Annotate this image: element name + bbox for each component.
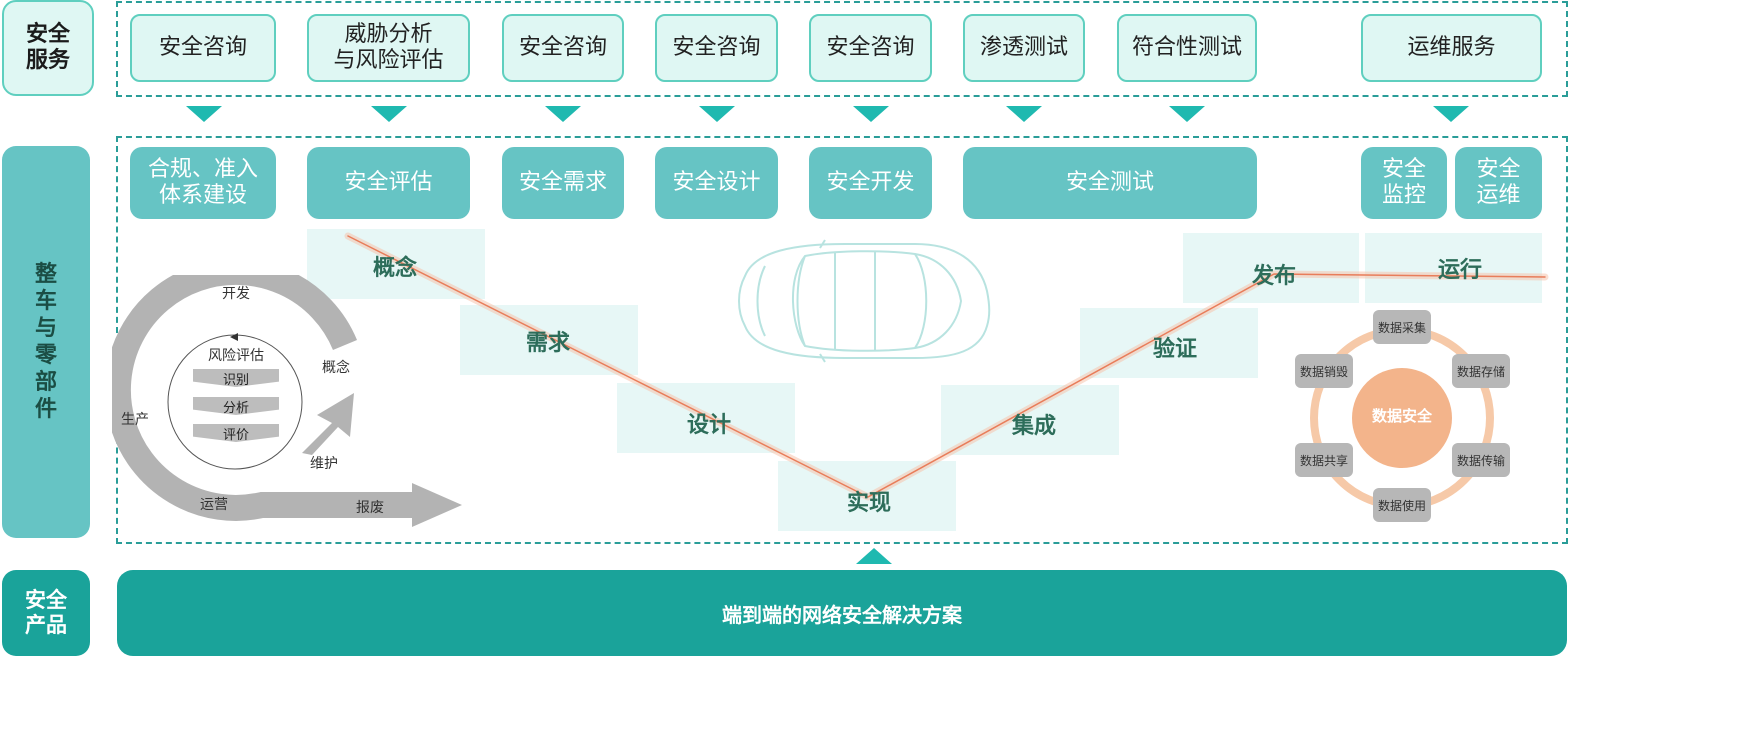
vehicle-side-label: 整 车 与 零 部 件: [2, 146, 90, 538]
products-side-text: 安全 产品: [25, 588, 67, 637]
service-tara[interactable]: 威胁分析 与风险评估: [307, 14, 470, 82]
risk-assessment-title: 风险评估: [208, 348, 264, 364]
data-collect-pill[interactable]: 数据采集: [1373, 310, 1431, 344]
products-side-label: 安全 产品: [2, 570, 90, 656]
service-ops[interactable]: 运维服务: [1361, 14, 1542, 82]
v-label-concept: 概念: [372, 256, 417, 281]
arrow-down-icon: [1006, 106, 1042, 122]
v-label-design: 设计: [686, 413, 731, 438]
data-security-center: 数据安全: [1371, 407, 1432, 425]
phase-development[interactable]: 安全开发: [809, 147, 932, 219]
service-consult-2[interactable]: 安全咨询: [502, 14, 624, 82]
v-step-release-box: [1183, 233, 1359, 303]
v-label-integration: 集成: [1011, 414, 1056, 439]
v-label-verification: 验证: [1152, 337, 1197, 362]
phase-assessment[interactable]: 安全评估: [307, 147, 470, 219]
data-destroy-pill[interactable]: 数据销毁: [1295, 354, 1353, 388]
services-container: [116, 1, 1568, 97]
risk-step-identify: 识别: [193, 369, 279, 387]
services-side-text: 安全 服务: [25, 22, 70, 73]
service-consult-3[interactable]: 安全咨询: [655, 14, 778, 82]
arrow-down-icon: [699, 106, 735, 122]
phase-requirements[interactable]: 安全需求: [502, 147, 624, 219]
data-use-pill[interactable]: 数据使用: [1373, 488, 1431, 522]
lifecycle-label-produce: 生产: [121, 412, 149, 428]
phase-design[interactable]: 安全设计: [655, 147, 778, 219]
risk-step-analyze: 分析: [193, 397, 279, 415]
lifecycle-label-develop: 开发: [222, 286, 250, 302]
phase-operations[interactable]: 安全 运维: [1455, 147, 1542, 219]
lifecycle-label-operate: 运营: [200, 497, 228, 513]
lifecycle-label-maintain: 维护: [310, 456, 338, 472]
phase-compliance[interactable]: 合规、准入 体系建设: [130, 147, 276, 219]
service-pentest[interactable]: 渗透测试: [963, 14, 1085, 82]
lifecycle-label-concept: 概念: [322, 360, 350, 376]
lifecycle-cycle-diagram: [112, 275, 462, 527]
risk-step-evaluate: 评价: [193, 424, 279, 442]
service-consult-4[interactable]: 安全咨询: [809, 14, 932, 82]
end-to-end-solution-bar[interactable]: 端到端的网络安全解决方案: [117, 570, 1567, 656]
vehicle-side-text: 整 车 与 零 部 件: [34, 262, 57, 422]
arrow-down-icon: [371, 106, 407, 122]
arrow-up-icon: [856, 548, 892, 564]
v-label-implementation: 实现: [846, 491, 891, 516]
data-share-pill[interactable]: 数据共享: [1295, 443, 1353, 477]
arrow-down-icon: [186, 106, 222, 122]
v-label-release: 发布: [1251, 264, 1296, 289]
car-outline-icon: [738, 239, 991, 363]
data-store-pill[interactable]: 数据存储: [1452, 354, 1510, 388]
v-step-run-box: [1365, 233, 1542, 303]
v-label-requirements: 需求: [525, 331, 570, 356]
v-label-run: 运行: [1437, 258, 1482, 283]
arrow-down-icon: [1433, 106, 1469, 122]
service-compliance-test[interactable]: 符合性测试: [1117, 14, 1257, 82]
data-transmit-pill[interactable]: 数据传输: [1452, 443, 1510, 477]
end-to-end-solution-text: 端到端的网络安全解决方案: [722, 602, 962, 627]
lifecycle-label-scrap: 报废: [356, 500, 384, 516]
arrow-down-icon: [1169, 106, 1205, 122]
arrow-down-icon: [853, 106, 889, 122]
arrow-down-icon: [545, 106, 581, 122]
services-side-label: 安全 服务: [2, 0, 94, 96]
phase-testing[interactable]: 安全测试: [963, 147, 1257, 219]
service-consult-1[interactable]: 安全咨询: [130, 14, 276, 82]
phase-monitoring[interactable]: 安全 监控: [1361, 147, 1447, 219]
